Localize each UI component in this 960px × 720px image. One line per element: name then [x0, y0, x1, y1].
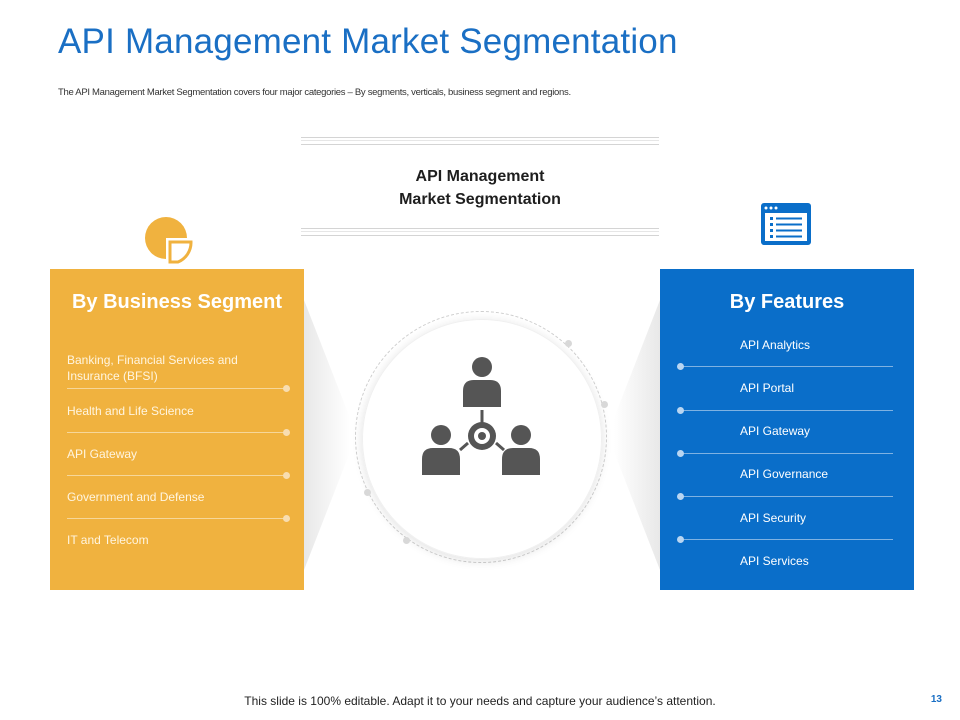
- bullet-dot: [677, 450, 684, 457]
- list-item: API Analytics: [740, 338, 811, 352]
- right-wedge-shadow: [614, 300, 660, 570]
- list-item-label: Banking, Financial Services and Insuranc…: [67, 353, 238, 383]
- list-item: API Security: [740, 511, 807, 525]
- list-item-label: Government and Defense: [67, 490, 205, 504]
- business-segment-heading: By Business Segment: [71, 291, 283, 313]
- bullet-dot: [677, 363, 684, 370]
- list-divider: [677, 536, 893, 543]
- list-divider: [677, 407, 893, 414]
- bullet-dot: [283, 385, 290, 392]
- list-divider: [67, 515, 290, 522]
- bullet-dot: [283, 472, 290, 479]
- list-item: IT and Telecom: [67, 532, 290, 548]
- list-item-label: Health and Life Science: [67, 404, 194, 418]
- list-divider: [67, 429, 290, 436]
- list-item: API Governance: [740, 467, 829, 481]
- list-item: API Gateway: [740, 424, 811, 438]
- page-number: 13: [930, 694, 942, 705]
- slide-footer: This slide is 100% editable. Adapt it to…: [244, 694, 716, 708]
- list-divider: [67, 385, 290, 392]
- orbit-dot: [403, 537, 410, 544]
- list-divider: [677, 493, 893, 500]
- list-item: Government and Defense: [67, 489, 290, 505]
- browser-list-icon: [761, 203, 811, 245]
- center-title-box: API Management Market Segmentation: [301, 137, 659, 236]
- list-divider: [677, 363, 893, 370]
- list-item: API Gateway: [67, 446, 290, 462]
- people-network-icon: [422, 357, 540, 475]
- features-heading: By Features: [729, 291, 845, 313]
- features-panel: By Features API Analytics API Portal API…: [660, 269, 914, 590]
- left-wedge-shadow: [304, 300, 350, 570]
- bullet-dot: [283, 515, 290, 522]
- bullet-dot: [677, 493, 684, 500]
- orbit-dot: [364, 489, 371, 496]
- list-divider: [677, 450, 893, 457]
- orbit-dot: [601, 401, 608, 408]
- slide-title: API Management Market Segmentation: [58, 22, 678, 61]
- slide-subtitle: The API Management Market Segmentation c…: [58, 87, 571, 98]
- bullet-dot: [677, 536, 684, 543]
- top-divider: [301, 137, 659, 145]
- list-item-label: API Gateway: [67, 447, 138, 461]
- bullet-dot: [677, 407, 684, 414]
- bullet-dot: [283, 429, 290, 436]
- center-title-line1: API Management: [415, 168, 545, 185]
- orbit-dot: [565, 340, 572, 347]
- list-item: Health and Life Science: [67, 403, 290, 419]
- center-title-line2: Market Segmentation: [399, 191, 561, 208]
- center-title: API Management Market Segmentation: [301, 165, 659, 211]
- dashed-orbit-ring: [355, 311, 607, 563]
- list-item-label: IT and Telecom: [67, 533, 149, 547]
- list-item: API Services: [740, 554, 809, 568]
- pie-chart-icon: [144, 217, 193, 264]
- list-divider: [67, 472, 290, 479]
- list-item: Banking, Financial Services and Insuranc…: [67, 352, 290, 384]
- bottom-divider: [301, 228, 659, 236]
- business-segment-panel: By Business Segment Banking, Financial S…: [50, 269, 304, 590]
- list-item: API Portal: [740, 381, 795, 395]
